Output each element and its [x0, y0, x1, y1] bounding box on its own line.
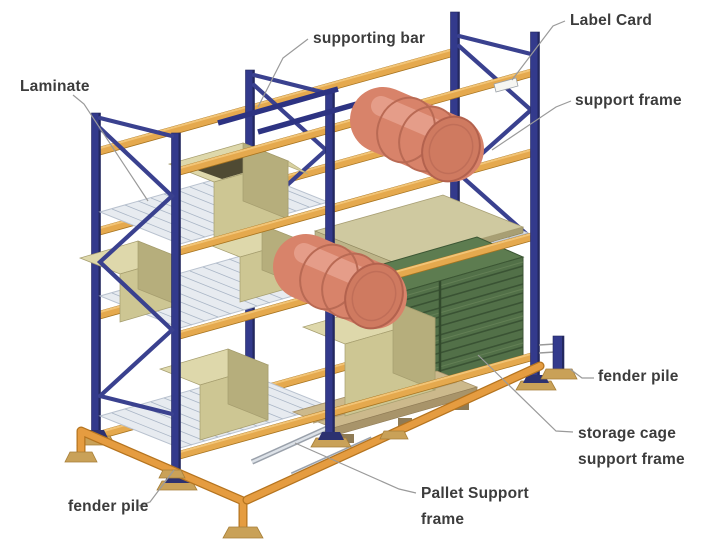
callout-supporting-bar: supporting bar [257, 30, 425, 108]
callout-fender-pile-left: fender pile [68, 469, 175, 515]
callout-support-frame: support frame [491, 92, 682, 151]
callout-pallet-support: Pallet Support frame [294, 442, 529, 528]
fender-pile-right-label: fender pile [598, 368, 679, 385]
support-frame-label: support frame [575, 92, 682, 109]
guard-rail-left [64, 426, 264, 539]
supporting-bar-label: supporting bar [313, 30, 425, 47]
carton-box-floor [158, 348, 270, 441]
fender-pile-post [538, 335, 578, 380]
drum-lower [273, 234, 407, 330]
label-card-label: Label Card [570, 12, 652, 29]
storage-cage-label-line1: storage cage [578, 425, 676, 442]
callout-fender-pile-right: fender pile [569, 368, 679, 385]
label-card-chip [493, 77, 519, 93]
frame-bracing-left [96, 115, 176, 417]
laminate-label: Laminate [20, 78, 90, 95]
callout-storage-cage: storage cage support frame [477, 354, 685, 468]
guard-rail-front [242, 361, 545, 505]
pallet-support-label-line2: frame [421, 511, 464, 528]
drum-upper [350, 87, 484, 183]
pallet-support-label-line1: Pallet Support [421, 485, 529, 502]
fender-pile-left-label: fender pile [68, 498, 149, 515]
storage-cage-label-line2: support frame [578, 451, 685, 468]
callout-laminate: Laminate [20, 78, 149, 202]
callout-label-card: Label Card [511, 12, 652, 81]
